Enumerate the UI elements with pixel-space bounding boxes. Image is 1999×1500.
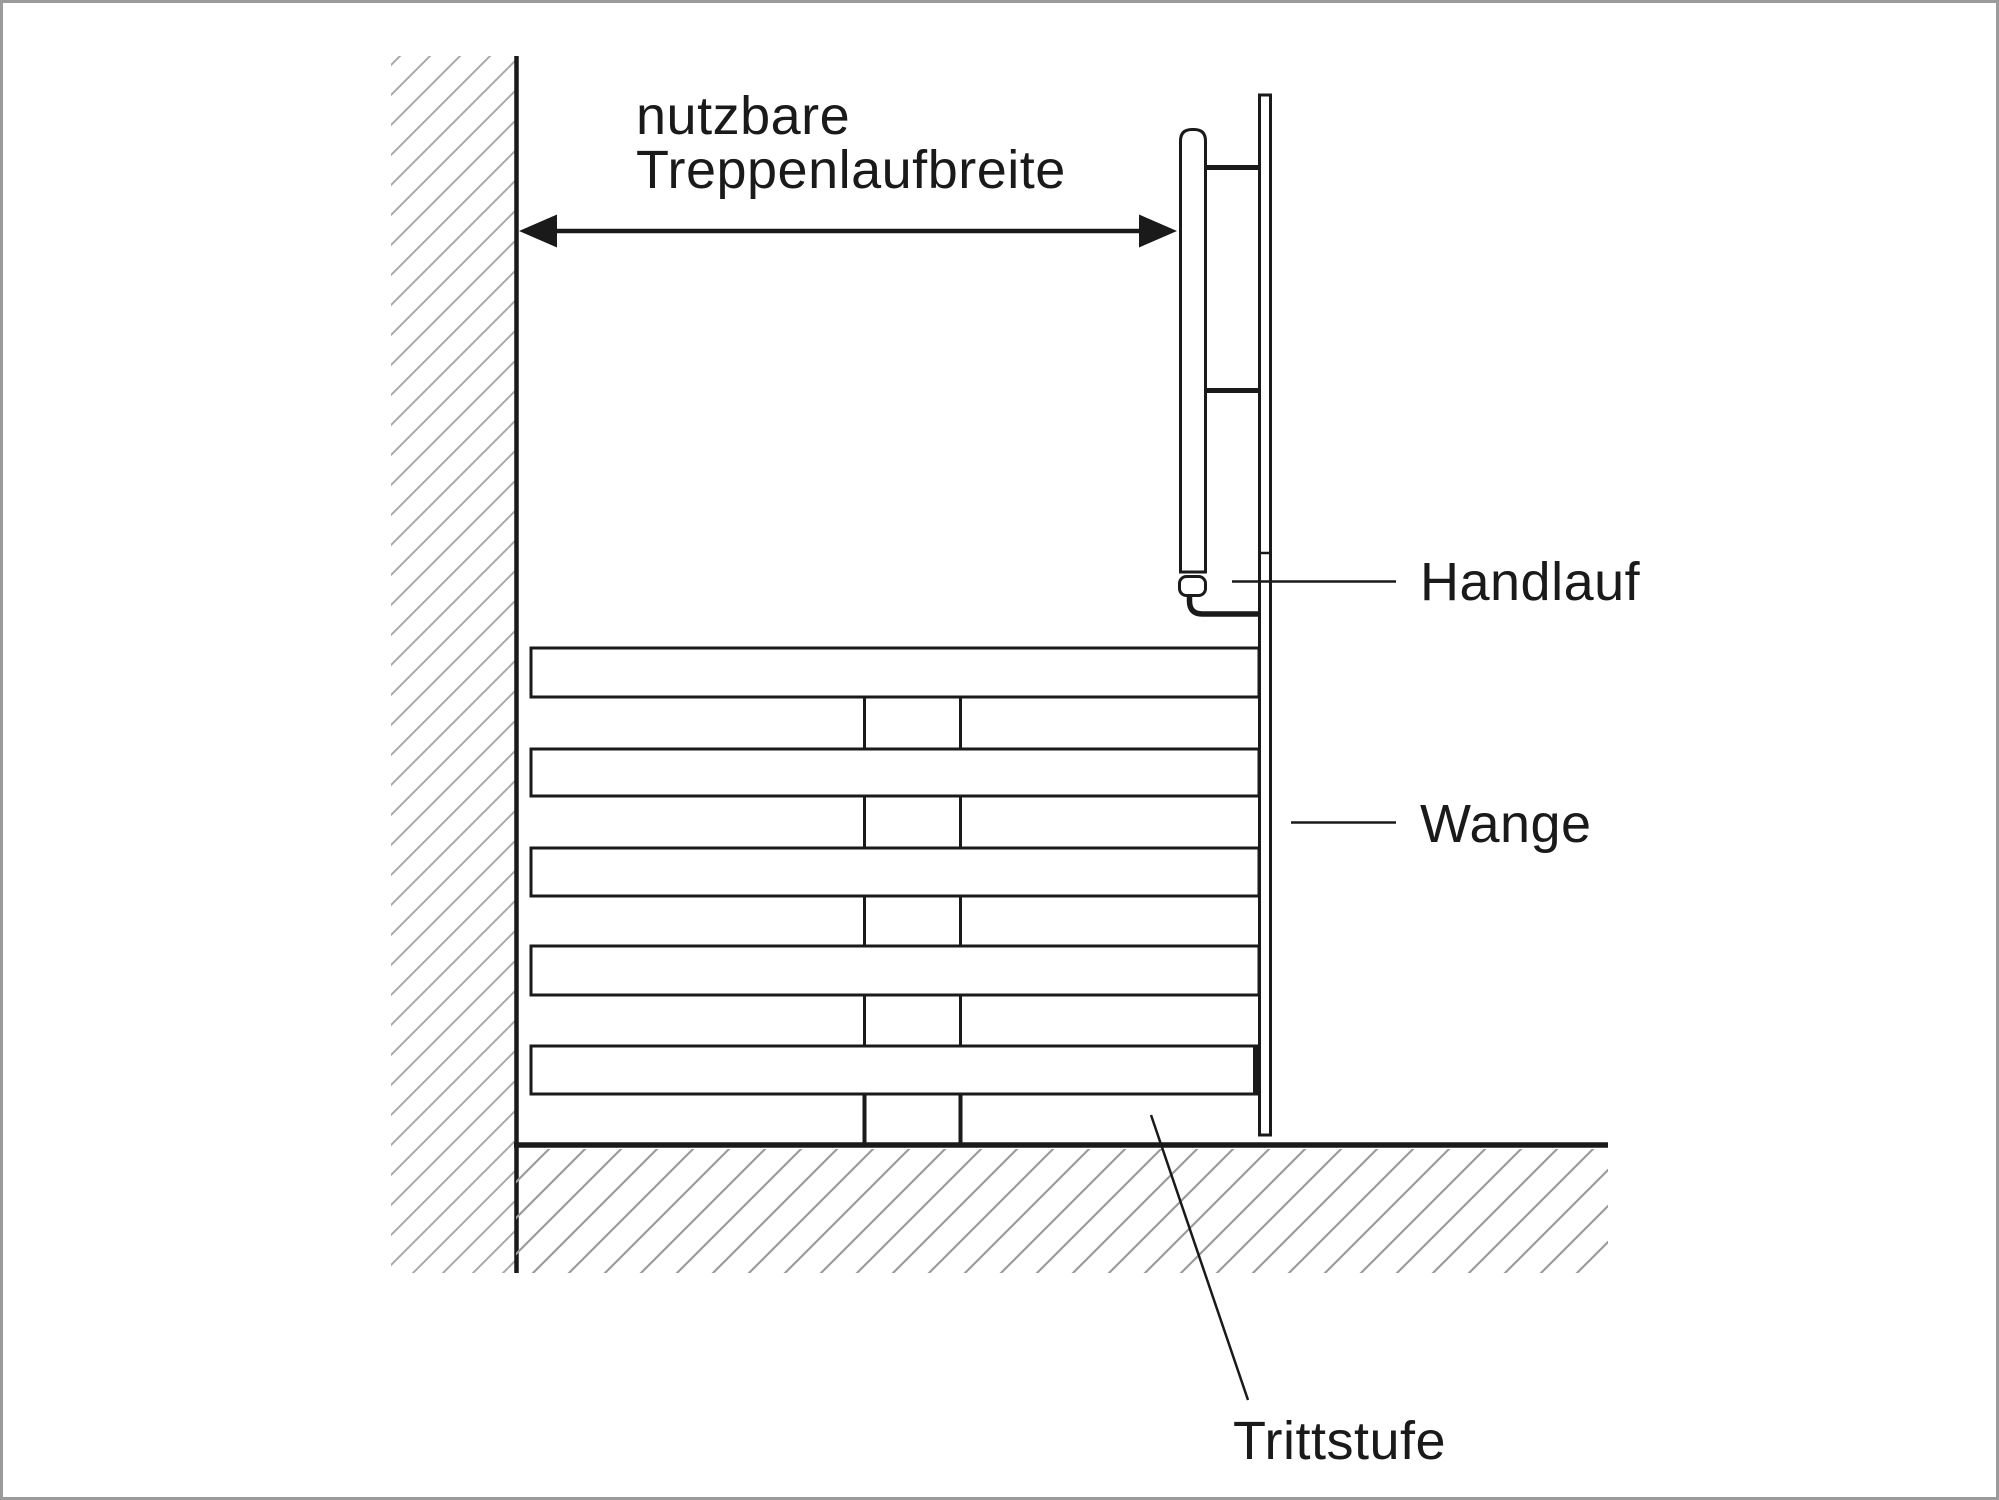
tread-2 xyxy=(529,747,1261,798)
riser-1 xyxy=(863,697,962,750)
handrail-end-cap xyxy=(1178,575,1207,597)
wange-label: Wange xyxy=(1420,794,1592,854)
floor-hatch xyxy=(516,1149,1608,1273)
tread-4 xyxy=(529,944,1261,997)
dimension-label: nutzbare Treppenlaufbreite xyxy=(636,86,1066,200)
wall-hatch xyxy=(391,56,516,1273)
tread-5 xyxy=(529,1044,1261,1096)
riser-4 xyxy=(863,995,962,1047)
riser-5 xyxy=(862,1094,963,1146)
tread-3 xyxy=(529,846,1261,898)
staircase-risers xyxy=(862,697,963,1146)
dimension-arrow xyxy=(519,214,1177,248)
staircase-treads xyxy=(529,646,1261,1096)
handrail-bracket xyxy=(1186,595,1260,617)
diagram-linework xyxy=(391,56,1608,1401)
riser-3 xyxy=(863,896,962,947)
handrail-profile xyxy=(1179,128,1207,574)
tread-1 xyxy=(529,646,1261,699)
stringer xyxy=(1258,93,1272,1137)
dimension-arrow-head-right xyxy=(1139,214,1177,248)
leader-line-trittstufe xyxy=(1149,1114,1250,1401)
dimension-arrow-head-left xyxy=(519,214,557,248)
stringer-board xyxy=(1258,93,1272,1137)
handlauf-label: Handlauf xyxy=(1420,552,1641,612)
riser-2 xyxy=(863,796,962,849)
trittstufe-label: Trittstufe xyxy=(1233,1411,1447,1471)
handrail xyxy=(1178,128,1260,617)
